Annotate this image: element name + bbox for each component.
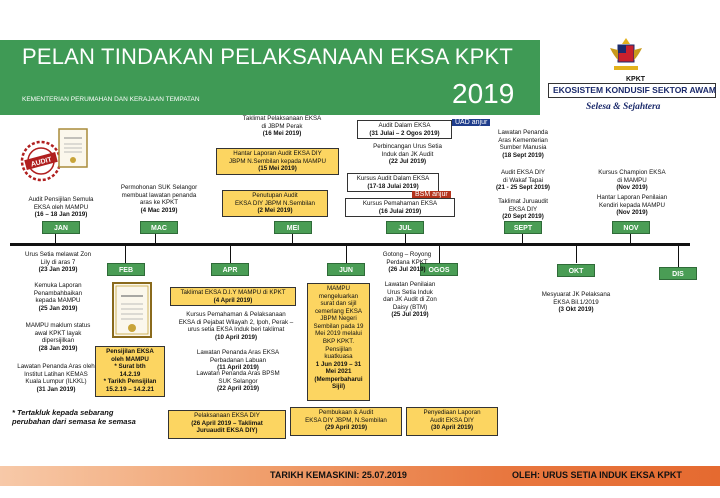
event-kursus-audit: Kursus Audit Dalam EKSA(17-18 Julai 2019… <box>347 173 439 192</box>
tick <box>678 245 679 267</box>
tick <box>346 245 347 263</box>
certificate-icon <box>58 128 88 168</box>
page-year: 2019 <box>452 78 514 110</box>
logo-motto: Selesa & Sejahtera <box>586 102 660 112</box>
uad-label: UAD anjur <box>452 119 490 126</box>
month-nov: NOV <box>612 221 650 234</box>
event-taklimat-diy: Taklimat EKSA D.I.Y MAMPU di KPKT(4 Apri… <box>170 287 296 306</box>
logo-program: EKOSISTEM KONDUSIF SEKTOR AWAM <box>553 85 716 95</box>
eksa-certificate-icon <box>112 282 152 338</box>
month-mac: MAC <box>140 221 178 234</box>
logo-kpkt: KPKT <box>626 76 645 83</box>
page-subtitle: KEMENTERIAN PERUMAHAN DAN KERAJAAN TEMPA… <box>22 96 200 103</box>
month-jan: JAN <box>42 221 80 234</box>
month-dis: DIS <box>659 267 697 280</box>
month-feb: FEB <box>107 263 145 276</box>
timeline-axis <box>10 243 690 246</box>
month-jun: JUN <box>327 263 365 276</box>
tick <box>576 245 577 263</box>
audit-stamp-icon: AUDIT <box>20 140 62 182</box>
month-okt: OKT <box>557 264 595 277</box>
event-pelaksanaan-diy: Pelaksanaan EKSA DIY(26 April 2019 – Tak… <box>168 410 286 439</box>
bsm-label: BSM anjur <box>412 191 451 198</box>
month-apr: APR <box>211 263 249 276</box>
footer-date: TARIKH KEMASKINI: 25.07.2019 <box>270 470 407 480</box>
tick <box>125 245 126 263</box>
month-sept: SEPT <box>504 221 542 234</box>
event-audit-dalam: Audit Dalam EKSA(31 Julai – 2 Ogos 2019) <box>357 120 452 139</box>
footer-author: OLEH: URUS SETIA INDUK EKSA KPKT <box>512 470 682 480</box>
tick <box>230 245 231 263</box>
malaysia-crest-icon <box>606 36 646 74</box>
page-title: PELAN TINDAKAN PELAKSANAAN EKSA KPKT <box>22 44 513 70</box>
event-kursus-pemahaman: Kursus Pemahaman EKSA(16 Julai 2019) <box>345 198 455 217</box>
month-jul: JUL <box>386 221 424 234</box>
month-mei: MEI <box>274 221 312 234</box>
